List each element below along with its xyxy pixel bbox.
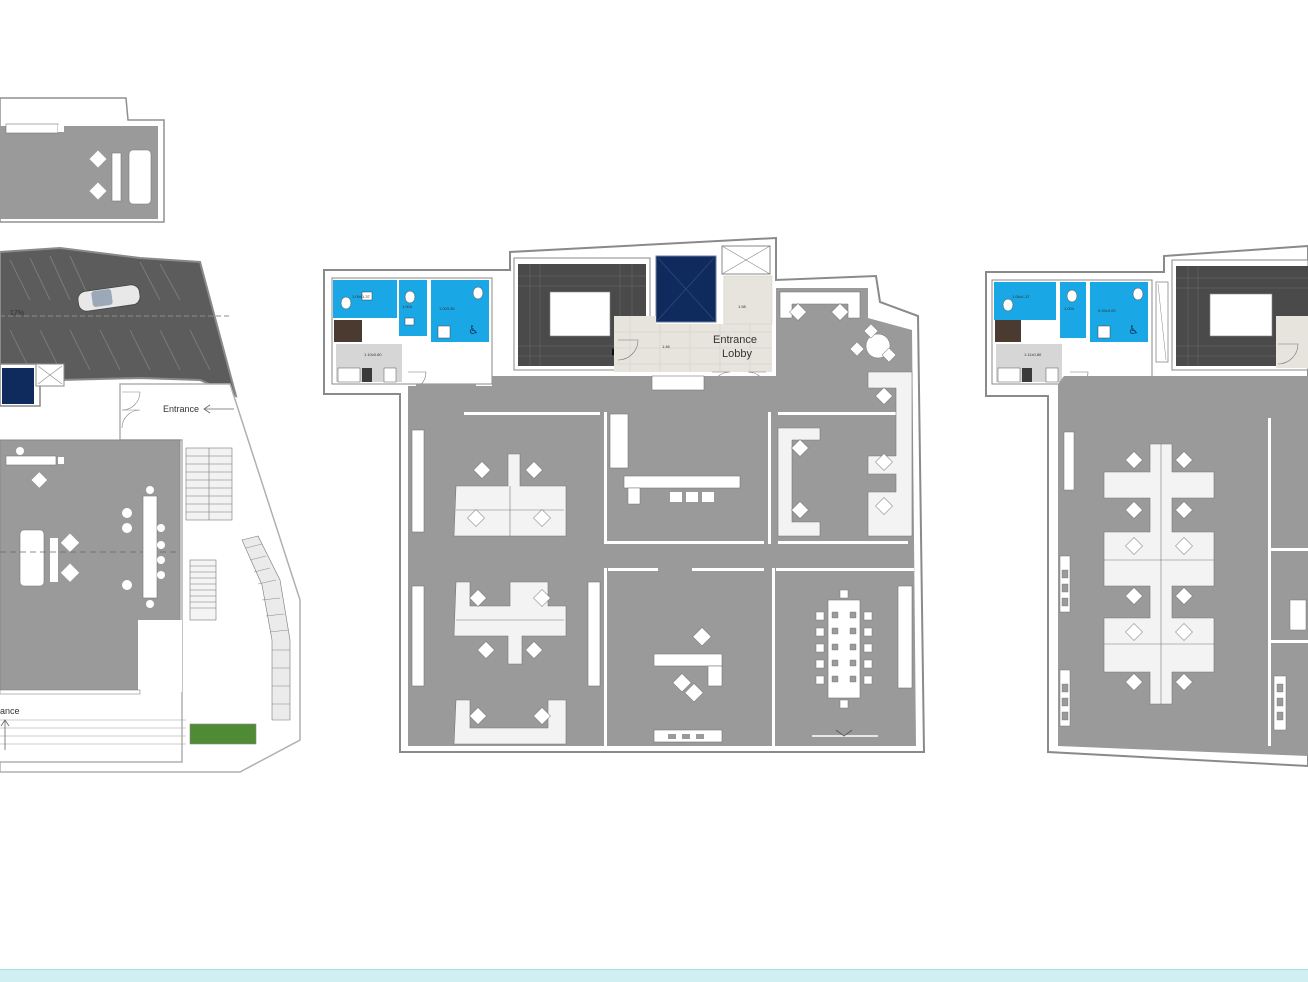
curved-ramp bbox=[241, 535, 291, 721]
desk-icon bbox=[5, 123, 59, 134]
stair-icon bbox=[185, 447, 233, 521]
bottom-toolbar-strip bbox=[0, 969, 1308, 982]
chair-icon bbox=[16, 447, 24, 455]
sofa bbox=[19, 529, 45, 587]
toilet-icon bbox=[1066, 289, 1078, 303]
entrance-lower-label: ance bbox=[0, 706, 20, 716]
svg-text:1.0941.37: 1.0941.37 bbox=[352, 294, 371, 299]
sofa bbox=[128, 149, 152, 205]
meeting-table bbox=[142, 495, 158, 599]
arrow-left-icon bbox=[203, 404, 234, 414]
arrow-up-icon bbox=[0, 719, 10, 750]
svg-text:1.58: 1.58 bbox=[738, 304, 747, 309]
desk-icon bbox=[5, 455, 57, 466]
toilet-icon bbox=[404, 290, 416, 304]
workstation-cluster bbox=[1103, 443, 1215, 705]
wc-room bbox=[399, 280, 427, 336]
door-icon bbox=[121, 391, 141, 429]
toilet-icon bbox=[340, 296, 352, 310]
entrance-lobby-label: Entrance bbox=[713, 334, 757, 346]
entrance-lobby bbox=[614, 316, 772, 372]
wheelchair-icon: ♿ bbox=[468, 323, 479, 337]
car-icon bbox=[77, 284, 141, 312]
toilet-icon bbox=[1132, 287, 1144, 301]
toilet-icon bbox=[472, 286, 484, 300]
svg-text:1.10x0.80: 1.10x0.80 bbox=[364, 352, 382, 357]
svg-text:1.003.36: 1.003.36 bbox=[439, 306, 455, 311]
chair-icon bbox=[16, 115, 24, 123]
desk-icon bbox=[623, 475, 741, 489]
right-floor-plan: 1.06x1.37 1.004 0.93x3.00 ♿ 1.11x0.80 bbox=[985, 244, 1308, 768]
workstation-cluster bbox=[453, 699, 567, 745]
left-floor-plan: 17% Entrance bbox=[0, 97, 301, 773]
garden-planter bbox=[189, 723, 257, 745]
svg-text:1.06x1.37: 1.06x1.37 bbox=[1012, 294, 1030, 299]
svg-text:0.93x3.00: 0.93x3.00 bbox=[1098, 308, 1116, 313]
ramp-slope-label: 17% bbox=[10, 310, 24, 317]
toilet-icon bbox=[1002, 298, 1014, 312]
lift-icon bbox=[2, 368, 34, 404]
center-floor-plan: 1.0941.37 1.004 1.003.36 ♿ 1.10x0.80 bbox=[323, 236, 926, 753]
wc-room bbox=[994, 282, 1056, 320]
round-table bbox=[865, 333, 891, 359]
svg-text:1.004: 1.004 bbox=[402, 304, 413, 309]
entrance-lobby-label-2: Lobby bbox=[722, 348, 752, 360]
wheelchair-icon: ♿ bbox=[1128, 323, 1139, 337]
svg-text:1.11x0.80: 1.11x0.80 bbox=[1024, 352, 1042, 357]
svg-text:1.004: 1.004 bbox=[1064, 306, 1075, 311]
desk-icon bbox=[653, 653, 723, 667]
svg-text:1.46: 1.46 bbox=[662, 344, 671, 349]
entrance-label: Entrance bbox=[163, 404, 199, 414]
